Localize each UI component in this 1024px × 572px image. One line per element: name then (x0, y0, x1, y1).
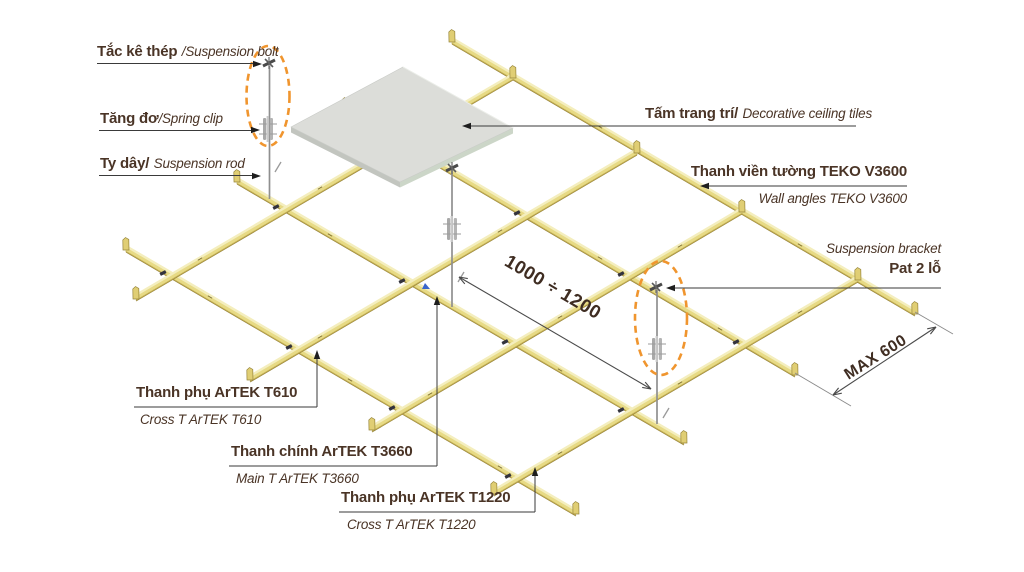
label-suspension-rod-en: Suspension rod (153, 156, 245, 171)
wall-angle-bar (450, 36, 917, 317)
label-suspension-bolt-vn: Tắc kê thép (97, 43, 178, 60)
label-cross-t610-vn: Thanh phụ ArTEK T610 (136, 384, 298, 401)
label-spring-clip-en: /Spring clip (158, 111, 223, 126)
cross-tee-bar (248, 147, 639, 383)
suspension-rod-right (648, 281, 670, 424)
anchor-bolt-icon (649, 281, 663, 293)
spring-clip-icon (443, 216, 461, 242)
highlight-ellipse-left (245, 44, 291, 148)
leader-arrow-icon (462, 122, 471, 130)
label-cross-t610-en: Cross T ArTEK T610 (140, 412, 262, 427)
label-ceiling-tile-vn: Tấm trang trí/ (645, 105, 739, 122)
leader-arrow-icon (433, 296, 441, 305)
rod-wire-tick (274, 161, 282, 173)
spring-clip-icon (648, 336, 666, 362)
rod-wire-tick (662, 407, 670, 419)
anchor-bolt-icon (445, 162, 459, 174)
anchor-bolt-icon (262, 57, 276, 69)
label-main-t3660-en: Main T ArTEK T3660 (236, 471, 359, 486)
leader-arrow-icon (666, 284, 675, 292)
grid-connection-clips (159, 204, 740, 479)
label-cross-t1220-vn: Thanh phụ ArTEK T1220 (341, 489, 511, 506)
ceiling-tile (290, 66, 514, 188)
highlight-ellipse-right (633, 259, 689, 377)
label-bracket-vn: Pat 2 lỗ (889, 260, 941, 277)
label-spring-clip-vn: Tăng đơ (100, 110, 159, 127)
leader-arrow-icon (531, 467, 539, 476)
dimension-hanger-spacing (458, 276, 652, 390)
suspension-rod-left (259, 57, 282, 199)
label-main-t3660-vn: Thanh chính ArTEK T3660 (231, 443, 413, 460)
suspension-rod-middle (443, 162, 465, 307)
main-tee-bar (235, 176, 686, 446)
label-suspension-rod: Ty dây/ Suspension rod (100, 156, 245, 173)
dimension-max-spacing (794, 311, 954, 407)
leader-lines (97, 60, 941, 513)
label-bracket-en: Suspension bracket (826, 241, 941, 256)
label-ceiling-tile-en: Decorative ceiling tiles (742, 106, 873, 121)
leader-arrow-icon (700, 182, 709, 190)
spring-clip-icon (259, 116, 277, 142)
leader-arrow-icon (251, 126, 260, 134)
label-wall-angle-en: Wall angles TEKO V3600 (758, 191, 908, 206)
leader-arrow-icon (253, 60, 262, 68)
cross-tee-bar (370, 206, 744, 433)
label-wall-angle-vn: Thanh viền tường TEKO V3600 (690, 163, 907, 180)
label-suspension-bolt-en: /Suspension bolt (181, 44, 279, 59)
leader-arrow-icon (252, 172, 261, 180)
label-spring-clip: Tăng đơ/Spring clip (100, 111, 223, 128)
label-suspension-bolt: Tắc kê thép /Suspension bolt (97, 43, 279, 61)
label-cross-t1220-en: Cross T ArTEK T1220 (347, 517, 476, 532)
label-suspension-rod-vn: Ty dây/ (100, 155, 150, 172)
blue-marker (422, 283, 430, 289)
label-ceiling-tile: Tấm trang trí/ Decorative ceiling tiles (645, 106, 872, 123)
leader-arrow-icon (313, 350, 321, 359)
cross-tee-bar (492, 274, 860, 497)
